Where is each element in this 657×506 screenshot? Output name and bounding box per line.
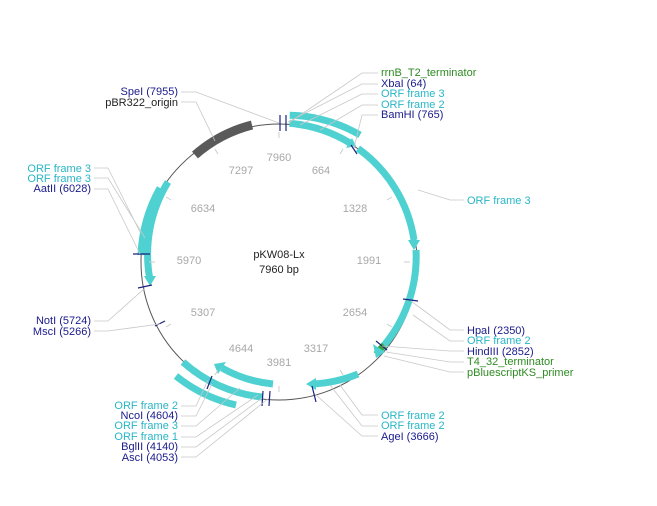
label-aatii[interactable]: AatII (6028) <box>34 183 91 195</box>
orf-arc-bottom-right[interactable] <box>312 370 360 388</box>
inner-tick-marks <box>149 132 410 392</box>
label-bglii[interactable]: BglII (4140) <box>121 441 178 453</box>
feature-labels: rrnB_T2_terminator XbaI (64) ORF frame 3… <box>27 67 573 464</box>
label-orf-frame-3-l1[interactable]: ORF frame 3 <box>27 163 91 175</box>
tick-label: 3981 <box>267 357 291 369</box>
site-tick-agei[interactable] <box>311 385 317 403</box>
label-hpai[interactable]: HpaI (2350) <box>467 325 525 337</box>
site-tick-msci[interactable] <box>154 320 166 327</box>
tick-label: 1991 <box>357 255 381 267</box>
orf-arc-top-outer[interactable] <box>289 111 362 139</box>
tick-label: 2654 <box>343 307 367 319</box>
inner-tick <box>214 369 219 376</box>
restriction-sites <box>133 115 419 407</box>
arrowhead-right-lower <box>373 344 385 358</box>
tick-label: 1328 <box>343 203 367 215</box>
inner-tick <box>165 323 172 328</box>
inner-tick <box>339 148 344 155</box>
plasmid-size: 7960 bp <box>259 264 299 276</box>
label-orf-frame-3-right[interactable]: ORF frame 3 <box>467 195 531 207</box>
label-orf-frame-3-bl[interactable]: ORF frame 3 <box>114 420 178 432</box>
orf-arc-right-long[interactable] <box>355 145 418 241</box>
orf-arc-right-lower[interactable] <box>377 249 420 353</box>
tick-label: 5307 <box>191 307 215 319</box>
orf-arc-left[interactable] <box>144 180 171 281</box>
label-hindiii[interactable]: HindIII (2852) <box>467 346 534 358</box>
label-msci[interactable]: MscI (5266) <box>33 326 91 338</box>
plasmid-name: pKW08-Lx <box>253 249 305 261</box>
tick-label: 7960 <box>267 152 291 164</box>
leader-lines <box>94 72 464 458</box>
label-spei[interactable]: SpeI (7955) <box>121 86 178 98</box>
orf-arc-bottom-mid[interactable] <box>220 364 274 388</box>
tick-label: 3317 <box>304 343 328 355</box>
label-asci[interactable]: AscI (4053) <box>122 452 178 464</box>
label-orf-frame-3-top[interactable]: ORF frame 3 <box>381 88 445 100</box>
label-ncoi[interactable]: NcoI (4604) <box>121 410 178 422</box>
label-rrnb-t2-terminator[interactable]: rrnB_T2_terminator <box>381 67 477 79</box>
tick-label: 6634 <box>191 203 215 215</box>
arrowhead-right-long <box>408 240 420 250</box>
site-tick-hpai[interactable] <box>402 298 419 302</box>
site-tick-asci[interactable] <box>268 390 271 407</box>
site-tick-noti[interactable] <box>137 284 153 289</box>
site-tick-hindiii[interactable] <box>375 340 388 351</box>
label-agei[interactable]: AgeI (3666) <box>381 431 438 443</box>
tick-label: 5970 <box>177 255 201 267</box>
tick-label: 4644 <box>229 343 253 355</box>
label-noti[interactable]: NotI (5724) <box>36 315 91 327</box>
site-tick-bamhi[interactable] <box>350 144 358 155</box>
inner-tick <box>386 323 393 328</box>
label-bamhi[interactable]: BamHI (765) <box>381 109 443 121</box>
label-t4-32-terminator[interactable]: T4_32_terminator <box>467 356 554 368</box>
label-orf-frame-1-bl[interactable]: ORF frame 1 <box>114 431 178 443</box>
arrowhead-left <box>144 276 156 286</box>
inner-tick <box>339 369 344 376</box>
label-orf-frame-2-right[interactable]: ORF frame 2 <box>467 335 531 347</box>
inner-tick <box>214 148 219 155</box>
label-orf-frame-2-br2[interactable]: ORF frame 2 <box>381 420 445 432</box>
tick-label: 7297 <box>229 165 253 177</box>
site-tick-ncoi[interactable] <box>206 375 213 390</box>
tick-labels: 7960 664 1328 1991 2654 3317 3981 4644 5… <box>177 152 381 369</box>
orf-arc-left-outer[interactable] <box>137 186 164 256</box>
inner-tick <box>165 196 172 201</box>
pbr322-origin-arc[interactable] <box>192 120 254 159</box>
label-orf-frame-2-br1[interactable]: ORF frame 2 <box>381 410 445 422</box>
orf-arc-bottom-left-1[interactable] <box>180 359 263 401</box>
label-orf-frame-2-top[interactable]: ORF frame 2 <box>381 99 445 111</box>
label-pbluescriptks-primer[interactable]: pBluescriptKS_primer <box>467 367 574 379</box>
arrowhead-bottom-right <box>306 378 316 390</box>
label-pbr322-origin[interactable]: pBR322_origin <box>105 97 178 109</box>
label-orf-frame-2-bl[interactable]: ORF frame 2 <box>114 400 178 412</box>
tick-label: 664 <box>312 165 330 177</box>
label-orf-frame-3-l2[interactable]: ORF frame 3 <box>27 173 91 185</box>
inner-tick <box>386 196 393 201</box>
orf-arc-bottom-left-2[interactable] <box>173 373 237 409</box>
arrowhead-top <box>346 138 356 148</box>
label-xbai[interactable]: XbaI (64) <box>381 78 426 90</box>
